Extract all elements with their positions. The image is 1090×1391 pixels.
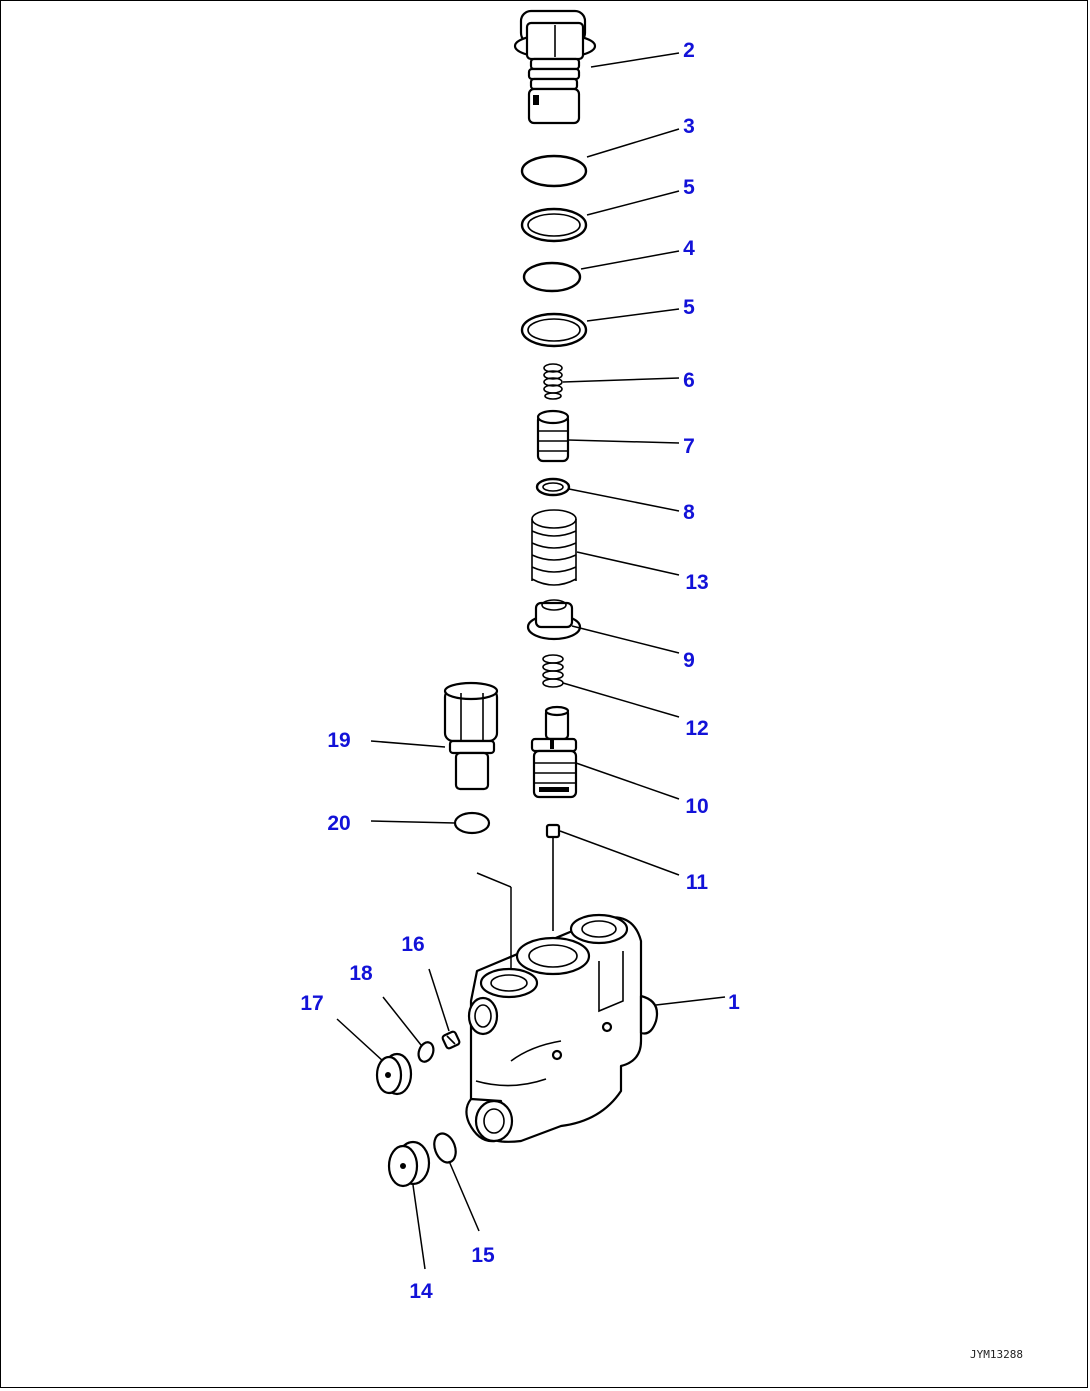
callout-11: 11 bbox=[686, 871, 709, 894]
part-19-fitting bbox=[443, 681, 499, 791]
part-3-o-ring bbox=[520, 154, 588, 188]
callout-9: 9 bbox=[683, 649, 695, 672]
callout-3: 3 bbox=[683, 115, 695, 138]
part-5-backup-ring-lower bbox=[520, 312, 588, 348]
callout-1: 1 bbox=[728, 991, 740, 1014]
part-20-o-ring bbox=[453, 811, 491, 835]
part-4-o-ring bbox=[522, 261, 582, 293]
callout-8: 8 bbox=[683, 501, 695, 524]
callout-2: 2 bbox=[683, 39, 695, 62]
part-1-valve-body bbox=[465, 913, 659, 1143]
part-5-backup-ring-upper bbox=[520, 207, 588, 243]
callout-labels: 2 3 5 4 5 6 7 8 13 9 12 10 11 19 20 1 16… bbox=[300, 39, 740, 1303]
part-8-ring bbox=[535, 477, 571, 497]
part-10-poppet bbox=[530, 705, 578, 799]
callout-15: 15 bbox=[471, 1244, 495, 1267]
leader-lines bbox=[336, 52, 726, 1270]
part-2-plug bbox=[513, 9, 597, 125]
part-11-pin bbox=[545, 823, 561, 931]
callout-19: 19 bbox=[327, 729, 350, 752]
part-12-spring bbox=[542, 654, 564, 688]
callout-14: 14 bbox=[409, 1280, 433, 1303]
callout-17: 17 bbox=[300, 992, 323, 1015]
part-18-o-ring bbox=[417, 1041, 435, 1063]
part-9-seat bbox=[526, 599, 582, 641]
part-7-sleeve bbox=[536, 409, 570, 463]
callout-13: 13 bbox=[685, 571, 708, 594]
callout-5-lower: 5 bbox=[683, 296, 695, 319]
callout-12: 12 bbox=[685, 717, 708, 740]
part-6-spring bbox=[543, 363, 563, 400]
part-17-plug bbox=[375, 1052, 413, 1096]
part-16-plug bbox=[441, 1030, 461, 1050]
figure-id-code: JYM13288 bbox=[970, 1348, 1023, 1361]
callout-10: 10 bbox=[685, 795, 708, 818]
part-15-o-ring bbox=[433, 1132, 457, 1164]
callout-20: 20 bbox=[327, 812, 350, 835]
callout-5-upper: 5 bbox=[683, 176, 695, 199]
callout-7: 7 bbox=[683, 435, 695, 458]
callout-16: 16 bbox=[401, 933, 424, 956]
callout-18: 18 bbox=[349, 962, 373, 985]
part-13-spring bbox=[531, 509, 577, 586]
part-14-plug bbox=[387, 1140, 431, 1188]
callout-6: 6 bbox=[683, 369, 695, 392]
callout-4: 4 bbox=[683, 237, 695, 260]
